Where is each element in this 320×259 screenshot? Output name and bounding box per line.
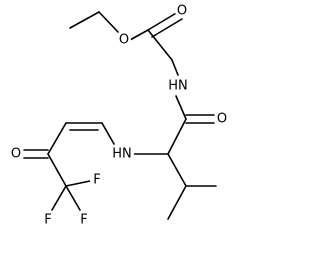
atom-ester-carbonyl-oxygen-label: O: [177, 4, 187, 19]
bond-methyl-ch2: [69, 11, 100, 29]
bond-ester-o-carbonyl: [129, 29, 149, 41]
bonds: [23, 11, 217, 220]
bond-cf3-f3: [51, 185, 67, 211]
atom-labels: O O HN O HN O F F: [9, 4, 229, 228]
atom-ketone-oxygen: O: [9, 147, 23, 162]
bond-ester-carbonyl-double-a: [147, 11, 179, 31]
bond-nh-vinyl: [101, 122, 115, 145]
bond-ch2-nh: [171, 59, 179, 76]
bond-alpha-isopropyl: [167, 153, 187, 187]
atom-fluorine-3-label: F: [44, 213, 51, 228]
atom-amine-nitrogen: HN: [110, 146, 134, 162]
bond-nh-amide-c: [175, 95, 187, 120]
atom-amide-nitrogen: HN: [166, 78, 190, 94]
bond-cf3-f2: [65, 185, 81, 211]
bond-cf3-f1: [65, 180, 91, 187]
atom-fluorine-2-label: F: [80, 213, 87, 228]
atom-amine-nitrogen-label: HN: [112, 147, 132, 162]
atom-amide-oxygen-label: O: [217, 112, 227, 127]
atom-fluorine-1: F: [90, 173, 104, 188]
bond-carbonyl-ch2: [147, 29, 173, 61]
structural-formula: O O HN O HN O F F: [9, 4, 229, 228]
atom-amide-oxygen: O: [215, 112, 229, 127]
atom-ketone-oxygen-label: O: [11, 147, 21, 162]
atom-fluorine-1-label: F: [93, 173, 100, 188]
bond-amide-c-alpha: [167, 118, 187, 155]
bond-ch2-ester-o: [98, 11, 119, 33]
bond-ester-carbonyl-double-b: [151, 18, 183, 38]
bond-ketone-cf3: [47, 153, 67, 187]
atom-amide-nitrogen-label: HN: [168, 79, 188, 94]
atom-fluorine-2: F: [77, 213, 91, 228]
atom-ester-oxygen-label: O: [119, 33, 129, 48]
bond-isopropyl-methyl-a: [167, 185, 187, 220]
atom-ester-oxygen: O: [117, 33, 131, 48]
atom-ester-carbonyl-oxygen: O: [175, 4, 189, 19]
bond-vinyl-ketone-c: [47, 122, 67, 155]
atom-fluorine-3: F: [41, 213, 55, 228]
